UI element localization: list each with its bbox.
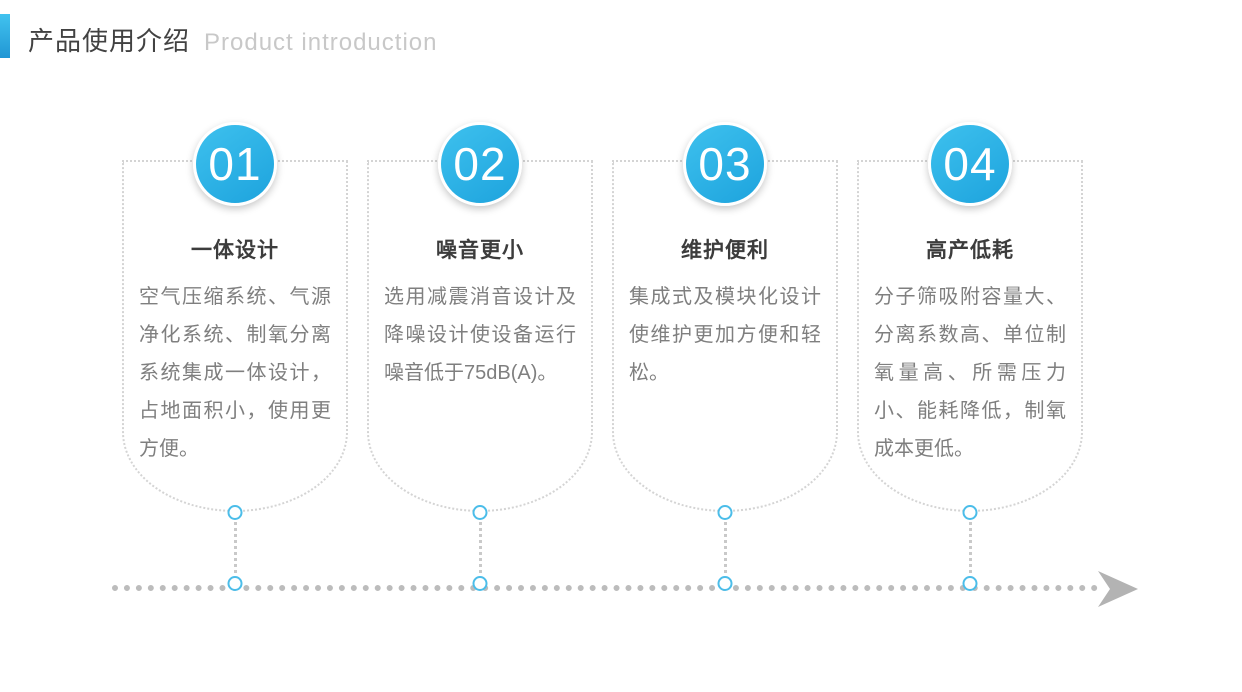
connector-dotted-line: [724, 522, 727, 573]
step-title: 高产低耗: [926, 239, 1014, 262]
connector-node-timeline: [717, 576, 733, 591]
step-number: 02: [453, 138, 507, 190]
connector-node-top: [472, 505, 488, 520]
step-card: 04 高产低耗 分子筛吸附容量大、分离系数高、单位制氧量高、所需压力小、能耗降低…: [857, 122, 1083, 591]
connector-node-top: [717, 505, 733, 520]
header-accent-bar: [0, 14, 10, 58]
timeline-dotted-line: [112, 585, 1098, 591]
connector-dotted-line: [479, 522, 482, 573]
step-card: 01 一体设计 空气压缩系统、气源净化系统、制氧分离系统集成一体设计，占地面积小…: [122, 122, 348, 591]
step-title: 一体设计: [191, 239, 279, 262]
connector-node-top: [962, 505, 978, 520]
step-number-badge: 03: [683, 122, 767, 206]
slide-header: 产品使用介绍 Product introduction: [0, 0, 1242, 70]
right-arrow-icon: [1098, 571, 1138, 607]
connector-dotted-line: [969, 522, 972, 573]
step-card: 02 噪音更小 选用减震消音设计及降噪设计使设备运行噪音低于75dB(A)。: [367, 122, 593, 591]
connector-node-timeline: [472, 576, 488, 591]
connector-node-timeline: [962, 576, 978, 591]
step-number: 01: [208, 138, 262, 190]
step-description: 选用减震消音设计及降噪设计使设备运行噪音低于75dB(A)。: [384, 286, 576, 384]
page-title: 产品使用介绍: [28, 26, 191, 56]
step-description: 空气压缩系统、气源净化系统、制氧分离系统集成一体设计，占地面积小，使用更方便。: [139, 286, 331, 460]
step-title: 维护便利: [681, 239, 769, 262]
step-title: 噪音更小: [436, 239, 524, 262]
step-number: 04: [943, 138, 997, 190]
step-number-badge: 01: [193, 122, 277, 206]
step-number: 03: [698, 138, 752, 190]
header-titles: 产品使用介绍 Product introduction: [28, 21, 437, 58]
step-card: 03 维护便利 集成式及模块化设计使维护更加方便和轻松。: [612, 122, 838, 591]
page-subtitle: Product introduction: [204, 29, 438, 56]
step-description: 分子筛吸附容量大、分离系数高、单位制氧量高、所需压力小、能耗降低，制氧成本更低。: [874, 286, 1066, 460]
step-number-badge: 04: [928, 122, 1012, 206]
step-number-badge: 02: [438, 122, 522, 206]
connector-dotted-line: [234, 522, 237, 573]
step-description: 集成式及模块化设计使维护更加方便和轻松。: [629, 286, 821, 384]
connector-node-timeline: [227, 576, 243, 591]
connector-node-top: [227, 505, 243, 520]
steps-container: 01 一体设计 空气压缩系统、气源净化系统、制氧分离系统集成一体设计，占地面积小…: [122, 122, 1083, 591]
